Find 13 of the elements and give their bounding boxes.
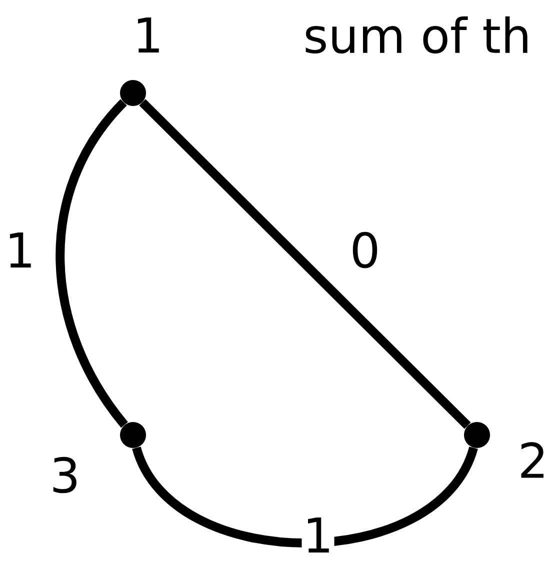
- vertex-dot: [464, 422, 490, 448]
- edge-label: 0: [348, 230, 382, 270]
- vertex-label: 1: [138, 18, 159, 52]
- edge-line: [56, 99, 128, 428]
- vertex-dot: [120, 80, 146, 106]
- vertex-label: 2: [521, 442, 544, 478]
- edge-label: 1: [302, 516, 334, 554]
- edge-line: [139, 99, 471, 429]
- vertex-label: 3: [53, 456, 76, 494]
- edge-line: [132, 446, 478, 548]
- vertex-dot: [120, 422, 146, 448]
- edge-label: 1: [4, 232, 36, 268]
- title: sum of th: [306, 16, 528, 54]
